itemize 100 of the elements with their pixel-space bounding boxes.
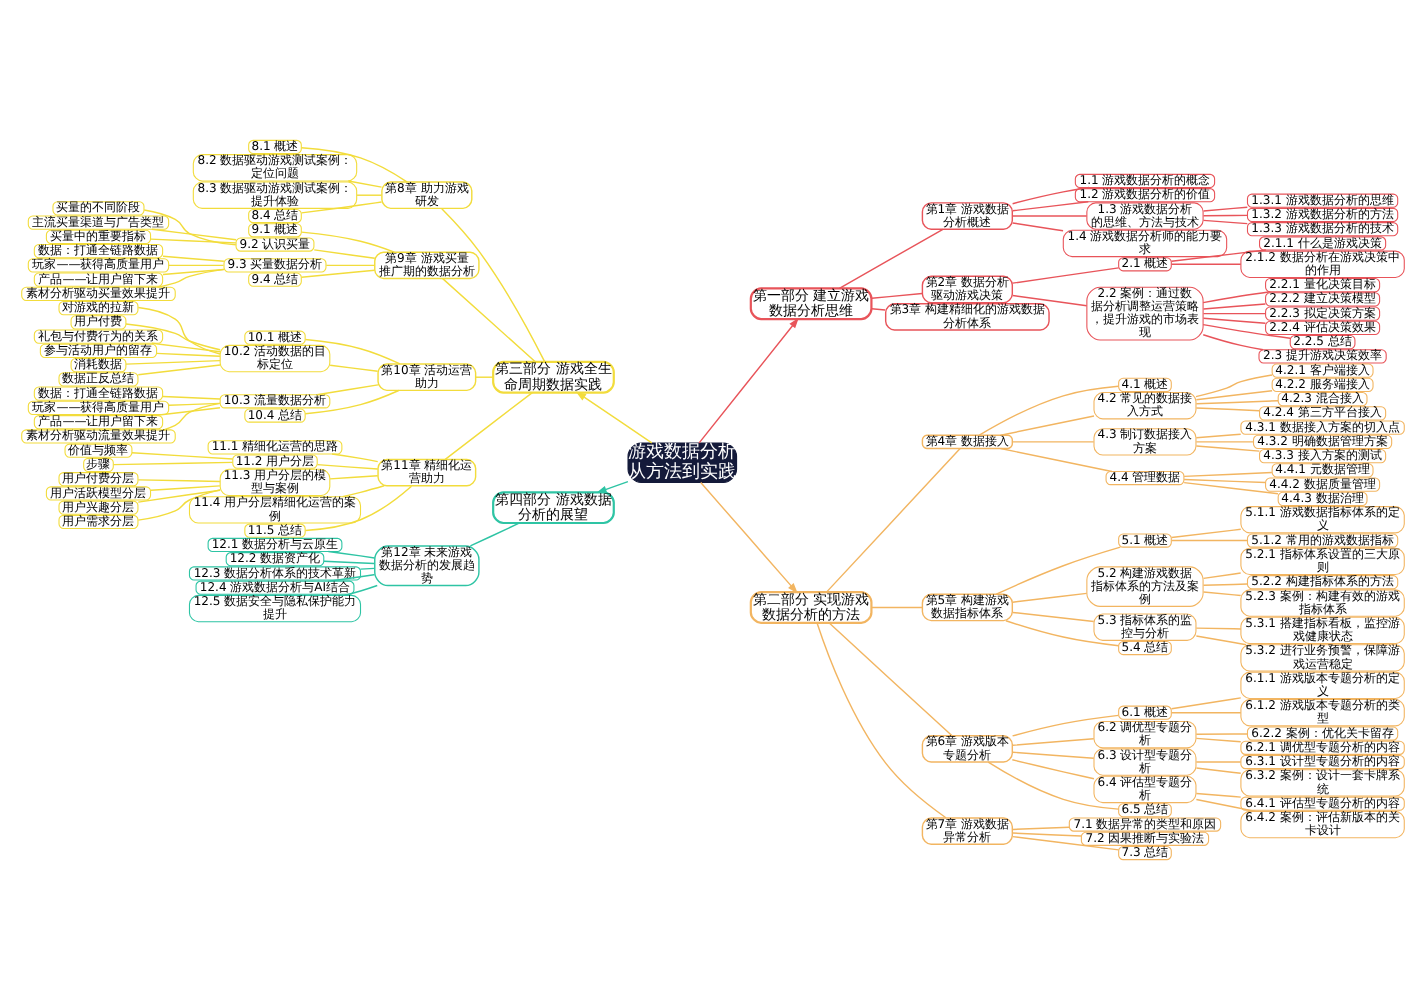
connector — [168, 264, 225, 267]
connector — [469, 522, 520, 547]
connector — [442, 277, 536, 363]
connector — [1011, 714, 1120, 737]
connector — [871, 606, 923, 609]
connector — [1195, 635, 1247, 646]
connector — [1012, 835, 1120, 851]
connector — [313, 249, 376, 259]
connector — [1012, 826, 1070, 831]
connector — [343, 584, 378, 597]
connector — [155, 352, 221, 357]
connector — [978, 385, 1120, 436]
connector — [341, 485, 385, 498]
connector — [300, 269, 376, 278]
connector — [137, 489, 221, 521]
connector — [987, 761, 1120, 810]
connector — [1202, 219, 1248, 225]
connector — [323, 560, 375, 565]
connector — [1170, 697, 1242, 710]
connector — [1202, 206, 1248, 212]
connector — [1012, 832, 1082, 837]
connector — [143, 209, 237, 246]
connector — [1195, 433, 1242, 439]
connector — [1183, 471, 1273, 478]
connector — [995, 546, 1122, 595]
connector — [327, 550, 376, 559]
connector — [137, 364, 221, 376]
connector — [131, 452, 234, 460]
connector — [1170, 249, 1267, 262]
connector — [125, 359, 221, 365]
connector — [816, 622, 947, 819]
connector — [1183, 481, 1279, 495]
connector — [154, 407, 221, 417]
connector — [871, 292, 923, 299]
connector — [137, 306, 221, 355]
connector — [112, 461, 234, 466]
connector — [1195, 798, 1257, 813]
connector — [1012, 751, 1095, 759]
connector — [300, 146, 408, 183]
connector — [356, 194, 383, 196]
connector — [150, 238, 237, 244]
connector — [137, 489, 221, 503]
connector — [151, 228, 237, 241]
connector — [304, 485, 413, 532]
connector — [325, 264, 376, 267]
connector — [1195, 445, 1261, 452]
connector — [329, 364, 379, 372]
connector — [1170, 263, 1242, 265]
connector — [331, 453, 379, 463]
connector — [1183, 478, 1267, 484]
connector — [1195, 792, 1242, 798]
connector — [304, 389, 400, 415]
connector — [828, 622, 953, 737]
connector — [304, 338, 401, 365]
connector — [329, 475, 379, 480]
connector — [1202, 291, 1271, 304]
arrow — [575, 391, 653, 444]
connector — [300, 231, 396, 253]
connector — [1012, 201, 1089, 212]
connector — [1170, 539, 1249, 542]
connector — [1202, 334, 1264, 351]
connector — [1195, 761, 1242, 763]
connector — [1012, 294, 1088, 307]
connector — [1011, 759, 1095, 780]
connector — [1195, 374, 1273, 398]
connector — [1195, 733, 1249, 736]
connector — [1195, 390, 1273, 401]
connector — [1195, 400, 1279, 405]
connector — [1195, 627, 1242, 630]
connector — [1012, 738, 1095, 746]
connector — [1202, 214, 1248, 217]
connector — [1202, 323, 1291, 339]
connector — [1012, 611, 1095, 623]
connector — [1012, 215, 1088, 217]
arrow — [700, 481, 798, 594]
arrow — [698, 317, 799, 444]
connector — [1195, 407, 1261, 412]
connector — [999, 447, 1113, 473]
connector — [871, 308, 886, 311]
connector — [328, 573, 376, 582]
connector — [347, 180, 383, 188]
connector — [137, 479, 221, 483]
connector — [316, 384, 379, 396]
connector — [1202, 583, 1248, 586]
connector — [163, 402, 221, 431]
connector — [1012, 222, 1064, 232]
connector — [156, 268, 225, 288]
connector — [826, 447, 961, 593]
connector — [1012, 592, 1088, 603]
connector — [1202, 572, 1242, 580]
connector — [1012, 441, 1095, 443]
connector — [999, 415, 1095, 436]
connector — [838, 228, 944, 289]
connector — [1202, 303, 1267, 310]
connector — [151, 342, 221, 353]
connector — [1202, 317, 1267, 325]
connector — [1195, 441, 1254, 443]
connector — [441, 208, 546, 363]
connector — [359, 567, 376, 570]
connector — [150, 485, 221, 491]
